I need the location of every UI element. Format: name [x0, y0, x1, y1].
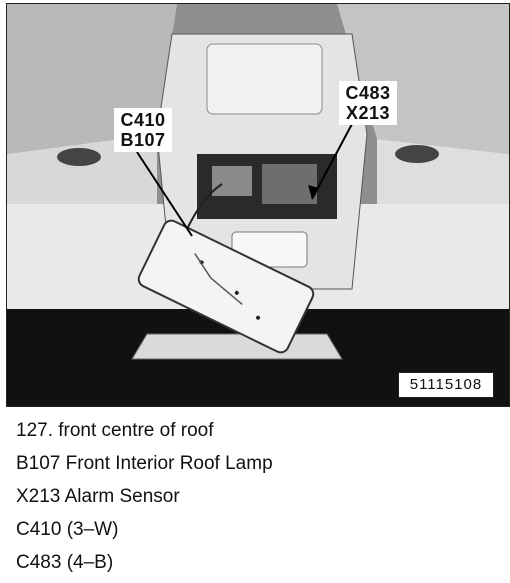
figure-id: 51115108	[398, 372, 494, 398]
callout-label: C483	[345, 83, 391, 103]
caption-list: 127. front centre of roof B107 Front Int…	[16, 418, 273, 583]
caption-c483: C483 (4–B)	[16, 552, 114, 573]
roof-photo: C410 B107 C483 X213 51115108	[6, 3, 510, 407]
caption-c410: C410 (3–W)	[16, 519, 119, 540]
caption-x213: X213 Alarm Sensor	[16, 486, 180, 507]
caption-b107: B107 Front Interior Roof Lamp	[16, 453, 273, 474]
roof-photo-drawing	[7, 4, 509, 406]
caption-location: 127. front centre of roof	[16, 420, 214, 441]
callout-c410-b107: C410 B107	[114, 108, 172, 152]
callout-label: B107	[120, 130, 166, 150]
callout-label: X213	[345, 103, 391, 123]
callout-label: C410	[120, 110, 166, 130]
callout-c483-x213: C483 X213	[339, 81, 397, 125]
